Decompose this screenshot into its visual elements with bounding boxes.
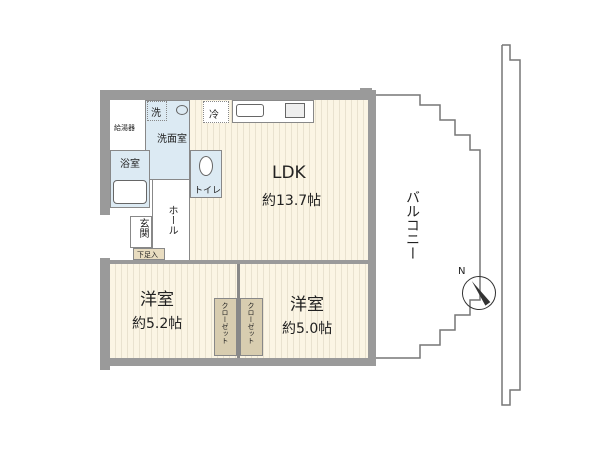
- western-right-name: 洋室: [290, 295, 324, 315]
- toilet-icon: [199, 156, 213, 176]
- toilet-label: トイレ: [194, 186, 222, 196]
- ldk-size: 約13.7帖: [262, 193, 322, 209]
- washer-label: 洗: [151, 108, 161, 119]
- partition: [237, 264, 240, 358]
- bath-label: 浴室: [120, 159, 140, 170]
- closet-left-label: クローゼット: [221, 302, 229, 344]
- shoe-box: [133, 248, 165, 260]
- bathtub-icon: [113, 180, 147, 204]
- water-heater-label: 給湯器: [114, 124, 135, 132]
- balcony-outline: [360, 44, 521, 406]
- wall-bottom: [100, 358, 375, 366]
- fridge-space: [203, 101, 229, 123]
- washer-space: [147, 101, 167, 121]
- stove-icon: [285, 103, 305, 118]
- balcony-label: バルコニー: [404, 190, 420, 260]
- closet-left[interactable]: [214, 298, 237, 356]
- wall-mid: [110, 260, 368, 264]
- western-left-size: 約5.2帖: [132, 316, 183, 332]
- hall-label: ホール: [166, 205, 177, 235]
- ldk-name: LDK: [272, 163, 306, 183]
- wall-left-upper: [100, 90, 110, 215]
- entrance-label: 玄関: [137, 218, 148, 238]
- western-left-name: 洋室: [140, 290, 174, 310]
- washroom-label: 洗面室: [157, 134, 187, 145]
- washbasin-icon: [176, 105, 188, 115]
- western-right-size: 約5.0帖: [282, 321, 333, 337]
- closet-right[interactable]: [240, 298, 263, 356]
- wall-left-lower: [100, 258, 110, 370]
- fridge-label: 冷: [209, 110, 219, 121]
- shoe-box-label: 下足入: [137, 251, 158, 259]
- wall-right: [368, 90, 376, 366]
- entrance: [130, 216, 152, 248]
- sink-icon: [236, 104, 264, 117]
- hall: [152, 180, 190, 260]
- compass-north-label: N: [458, 266, 466, 277]
- wall-top: [100, 90, 375, 100]
- closet-right-label: クローゼット: [247, 302, 255, 344]
